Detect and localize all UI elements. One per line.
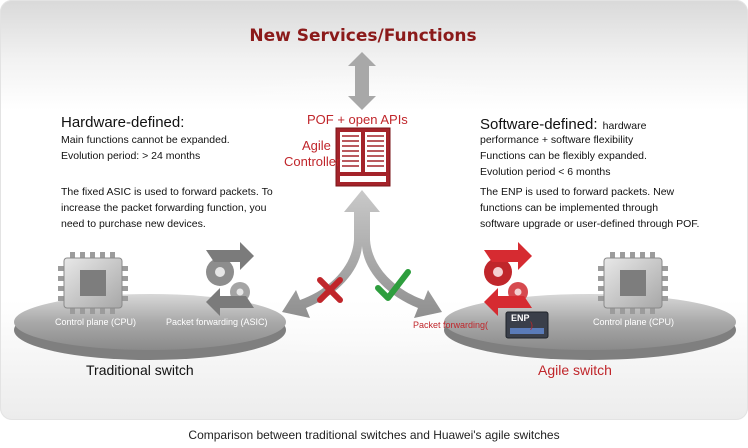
red-gear-cycle-icon xyxy=(484,242,532,316)
agile-controller-label-line2: Controller xyxy=(284,154,341,169)
split-arrow-icon xyxy=(282,190,442,318)
cpu-chip-icon-right xyxy=(598,252,668,314)
hardware-line-2: Evolution period: > 24 months xyxy=(61,150,201,162)
software-para-3: software upgrade or user-defined through… xyxy=(480,218,700,230)
enp-chip-icon xyxy=(505,311,549,339)
software-defined-heading: Software-defined: hardware xyxy=(480,114,646,134)
hardware-para-3: need to purchase new devices. xyxy=(61,218,206,230)
hardware-para-1: The fixed ASIC is used to forward packet… xyxy=(61,186,273,198)
background-glow xyxy=(14,65,734,365)
hardware-defined-summary: Main functions cannot be expanded. Evolu… xyxy=(61,132,230,164)
software-defined-description: The ENP is used to forward packets. New … xyxy=(480,184,699,232)
double-arrow-icon xyxy=(348,52,376,110)
agile-controller-server-icon xyxy=(335,127,391,187)
agile-switch-label: Agile switch xyxy=(538,362,612,378)
diagram-title: New Services/Functions xyxy=(249,26,477,46)
software-defined-summary: performance + software flexibility Funct… xyxy=(480,132,647,180)
hardware-defined-description: The fixed ASIC is used to forward packet… xyxy=(61,184,273,232)
hardware-defined-heading: Hardware-defined: xyxy=(61,114,185,131)
pof-apis-label: POF + open APIs xyxy=(307,112,408,127)
software-line-1: performance + software flexibility xyxy=(480,134,634,146)
agile-controller-label: Agile Controller xyxy=(284,138,340,170)
software-defined-heading-suffix: hardware xyxy=(602,120,647,132)
hardware-para-2: increase the packet forwarding function,… xyxy=(61,202,267,214)
software-para-2: functions can be implemented through xyxy=(480,202,659,214)
cross-icon xyxy=(317,277,343,303)
agile-controller-label-line1: Agile xyxy=(302,138,331,153)
cpu-chip-icon-left xyxy=(58,252,128,314)
software-defined-heading-main: Software-defined: xyxy=(480,116,598,133)
agile-control-plane-label: Control plane (CPU) xyxy=(593,317,675,327)
traditional-control-plane-label: Control plane (CPU) xyxy=(55,317,137,327)
hardware-line-1: Main functions cannot be expanded. xyxy=(61,134,230,146)
software-line-2: Functions can be flexibly expanded. xyxy=(480,150,647,162)
agile-packet-forwarding-suffix: ) xyxy=(530,320,534,330)
check-icon xyxy=(375,269,411,301)
figure-caption: Comparison between traditional switches … xyxy=(188,428,560,442)
software-para-1: The ENP is used to forward packets. New xyxy=(480,186,675,198)
traditional-switch-label: Traditional switch xyxy=(86,362,194,378)
agile-packet-forwarding-label: Packet forwarding() xyxy=(413,320,533,330)
traditional-packet-forwarding-label: Packet forwarding (ASIC) xyxy=(166,317,268,327)
agile-packet-forwarding-prefix: Packet forwarding( xyxy=(413,320,489,330)
enp-chip-label: ENP xyxy=(511,313,530,323)
diagram-graphics xyxy=(14,52,736,365)
gray-gear-cycle-icon xyxy=(206,242,254,316)
software-line-3: Evolution period < 6 months xyxy=(480,166,611,178)
